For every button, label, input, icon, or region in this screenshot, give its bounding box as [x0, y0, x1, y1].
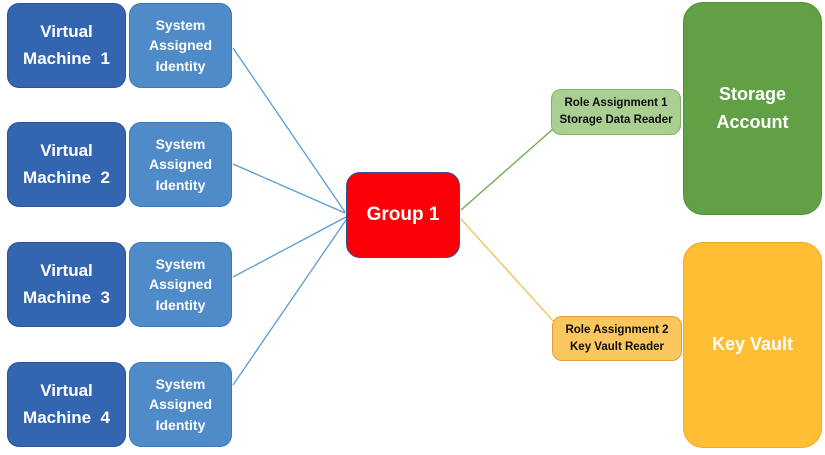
vm-4-node: Virtual Machine 4	[7, 362, 126, 447]
vm-1-label: Virtual Machine 1	[23, 22, 110, 68]
identity-1-label: System Assigned Identity	[148, 17, 212, 74]
group-1-label: Group 1	[366, 204, 440, 225]
key-vault-node: Key Vault	[683, 242, 822, 448]
identity-1-node: System Assigned Identity	[129, 3, 232, 88]
identity-2-node: System Assigned Identity	[129, 122, 232, 207]
vm-1-node: Virtual Machine 1	[7, 3, 126, 88]
role-assignment-2-label: Role Assignment 2 Key Vault Reader	[565, 323, 669, 353]
storage-account-label: Storage Account	[716, 83, 789, 132]
vm-2-label: Virtual Machine 2	[23, 141, 110, 187]
connector-identity2-group	[232, 163, 346, 214]
identity-3-label: System Assigned Identity	[148, 256, 212, 313]
role-assignment-2-node: Role Assignment 2 Key Vault Reader	[552, 316, 682, 361]
identity-4-label: System Assigned Identity	[148, 376, 212, 433]
identity-2-label: System Assigned Identity	[148, 136, 212, 193]
connector-identity3-group	[232, 216, 347, 278]
vm-3-node: Virtual Machine 3	[7, 242, 126, 327]
vm-3-label: Virtual Machine 3	[23, 261, 110, 307]
identity-4-node: System Assigned Identity	[129, 362, 232, 447]
connector-group-role1	[460, 128, 554, 211]
storage-account-node: Storage Account	[683, 2, 822, 215]
connector-identity1-group	[232, 47, 346, 213]
role-assignment-1-label: Role Assignment 1 Storage Data Reader	[559, 97, 673, 126]
connector-group-role2	[460, 218, 556, 324]
group-1-node: Group 1	[346, 172, 460, 258]
vm-2-node: Virtual Machine 2	[7, 122, 126, 207]
key-vault-label: Key Vault	[711, 334, 794, 355]
vm-4-label: Virtual Machine 4	[23, 381, 110, 427]
role-assignment-1-node: Role Assignment 1 Storage Data Reader	[551, 89, 681, 135]
identity-3-node: System Assigned Identity	[129, 242, 232, 327]
connector-identity4-group	[232, 219, 347, 386]
